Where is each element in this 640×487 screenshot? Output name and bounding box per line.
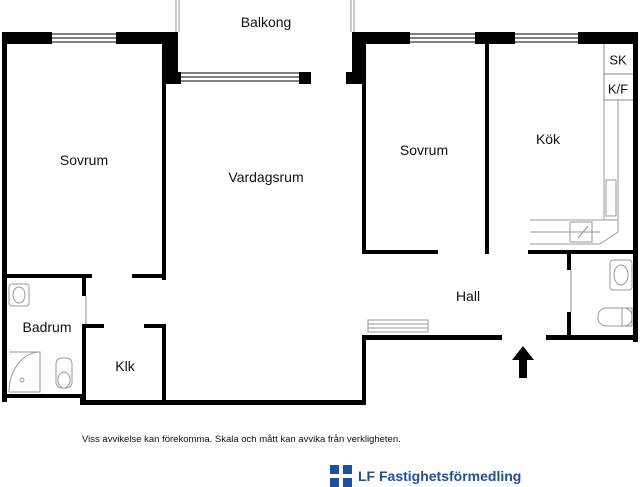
- brand-logo-icon: [330, 465, 352, 487]
- disclaimer-text: Viss avvikelse kan förekomma. Skala och …: [82, 434, 401, 445]
- room-label-kf: K/F: [607, 81, 629, 97]
- brand-logo: LF Fastighetsförmedling: [330, 465, 521, 487]
- room-label-kok: Kök: [535, 131, 561, 147]
- kitchen-counter: [530, 100, 619, 245]
- walls: [2, 32, 638, 405]
- room-label-vardagsrum: Vardagsrum: [228, 169, 304, 185]
- bathroom-fixtures: [8, 283, 73, 393]
- hall-radiator: [367, 319, 429, 333]
- balcony-outline: [175, 0, 355, 32]
- room-label-balkong: Balkong: [240, 14, 292, 30]
- windows: [52, 33, 578, 82]
- room-label-badrum: Badrum: [22, 319, 72, 335]
- room-label-sovrum-right: Sovrum: [399, 142, 449, 158]
- wc-fixtures: [597, 259, 633, 327]
- entrance-arrow-icon: [512, 346, 534, 378]
- room-label-sk: SK: [609, 52, 627, 68]
- room-label-klk: Klk: [115, 358, 135, 374]
- room-label-hall: Hall: [455, 288, 481, 304]
- room-label-sovrum-left: Sovrum: [59, 152, 109, 168]
- brand-name: LF Fastighetsförmedling: [358, 468, 522, 484]
- partitions: [85, 44, 633, 324]
